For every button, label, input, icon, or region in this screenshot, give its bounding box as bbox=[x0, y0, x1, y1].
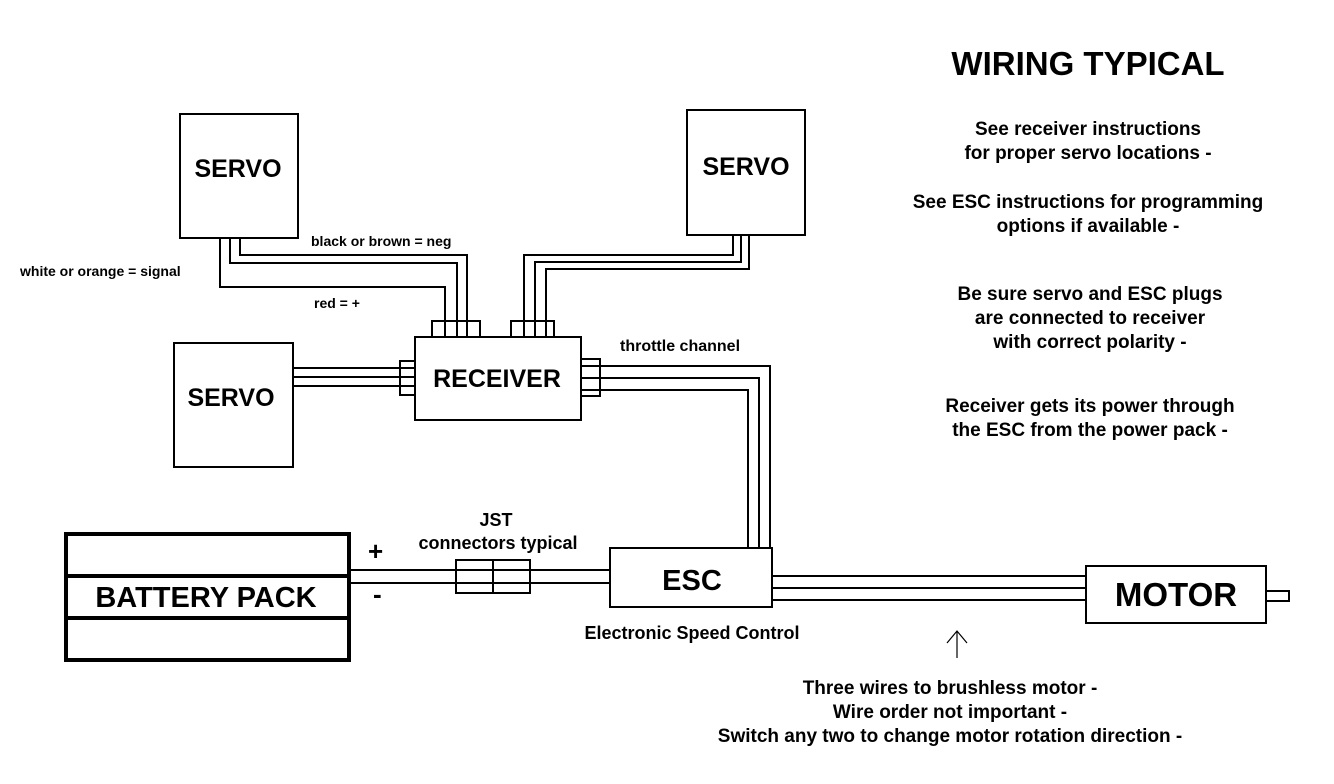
jst-connector bbox=[455, 559, 531, 594]
receiver-top-left-connector bbox=[431, 320, 481, 338]
note-line: for proper servo locations - bbox=[964, 143, 1211, 164]
servo-label: SERVO bbox=[187, 384, 274, 412]
label-black-brown: black or brown = neg bbox=[311, 233, 451, 249]
label-white-orange: white or orange = signal bbox=[19, 263, 181, 279]
motor-note-line: Three wires to brushless motor - bbox=[803, 678, 1098, 699]
receiver: RECEIVER bbox=[414, 336, 582, 421]
motor-note-line: Wire order not important - bbox=[833, 702, 1067, 723]
servo-top-left: SERVO bbox=[179, 113, 299, 239]
motor-notes: Three wires to brushless motor - Wire or… bbox=[718, 678, 1182, 747]
throttle-wires bbox=[600, 365, 771, 548]
servo-label: SERVO bbox=[194, 155, 281, 183]
note-line: Be sure servo and ESC plugs bbox=[957, 284, 1222, 305]
esc: ESC bbox=[609, 547, 773, 608]
note-line: Receiver gets its power through bbox=[945, 396, 1234, 417]
instruction-notes: See receiver instructions for proper ser… bbox=[913, 119, 1264, 441]
receiver-label: RECEIVER bbox=[433, 365, 561, 393]
esc-label: ESC bbox=[662, 565, 722, 597]
note-line: the ESC from the power pack - bbox=[952, 420, 1228, 441]
servo-left: SERVO bbox=[173, 342, 294, 468]
receiver-top-right-connector bbox=[510, 320, 555, 338]
note-line: options if available - bbox=[997, 216, 1180, 237]
receiver-left-connector bbox=[399, 360, 416, 396]
servo-top-right-wires bbox=[523, 235, 750, 320]
label-jst-connectors: connectors typical bbox=[418, 533, 577, 553]
note-line: See ESC instructions for programming bbox=[913, 192, 1264, 213]
arrow-up-icon bbox=[946, 630, 968, 658]
servo-label: SERVO bbox=[702, 153, 789, 181]
note-line: are connected to receiver bbox=[975, 308, 1206, 329]
motor-label: MOTOR bbox=[1115, 576, 1237, 613]
note-line: with correct polarity - bbox=[992, 332, 1186, 353]
note-line: See receiver instructions bbox=[975, 119, 1201, 140]
label-red: red = + bbox=[314, 295, 360, 311]
diagram-title: WIRING TYPICAL bbox=[951, 45, 1224, 82]
motor-note-line: Switch any two to change motor rotation … bbox=[718, 726, 1182, 747]
motor-wires bbox=[772, 575, 1086, 601]
battery-label: BATTERY PACK bbox=[95, 582, 316, 614]
label-plus: + bbox=[368, 536, 383, 566]
servo-top-left-wires bbox=[219, 238, 468, 320]
servo-top-right: SERVO bbox=[686, 109, 806, 236]
motor: MOTOR bbox=[1085, 565, 1290, 624]
battery-pack: BATTERY PACK bbox=[64, 532, 351, 662]
label-jst: JST bbox=[479, 510, 512, 530]
label-esc-full: Electronic Speed Control bbox=[584, 623, 799, 643]
receiver-right-connector bbox=[580, 358, 601, 397]
label-minus: - bbox=[373, 579, 382, 609]
servo-left-wires bbox=[294, 367, 400, 387]
label-throttle: throttle channel bbox=[620, 338, 740, 355]
